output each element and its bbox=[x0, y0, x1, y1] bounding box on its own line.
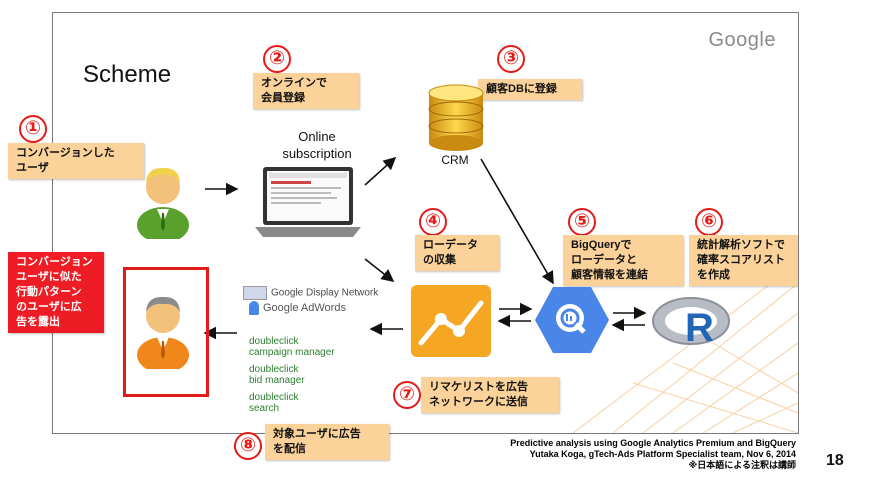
svg-text:R: R bbox=[685, 306, 714, 349]
callout-converted-user-outer: コンバージョンした ユーザ bbox=[8, 143, 144, 179]
display-network-icon bbox=[243, 286, 267, 300]
footer-line-2: Yutaka Koga, gTech-Ads Platform Speciali… bbox=[529, 449, 796, 459]
step-number-8-outer: ⑧ bbox=[234, 432, 262, 460]
step-number-7: ⑦ bbox=[393, 381, 421, 409]
callout-scoring: 統計解析ソフトで 確率スコアリスト を作成 bbox=[689, 235, 798, 286]
target-user-icon bbox=[137, 296, 189, 369]
ad-network-bid-manager-label: doubleclick bid manager bbox=[249, 364, 305, 386]
adwords-icon bbox=[249, 301, 259, 315]
analytics-icon bbox=[411, 285, 491, 357]
laptop-icon bbox=[255, 167, 361, 237]
ad-network-adwords-label: Google AdWords bbox=[263, 301, 346, 314]
slide: Scheme Google ① ② ③ ④ ⑤ ⑥ ⑦ ⑧ コンバージョンした … bbox=[52, 12, 799, 434]
callout-bigquery-join: BigQueryで ローデータと 顧客情報を連結 bbox=[563, 235, 683, 286]
ad-network-campaign-manager-label: doubleclick campaign manager bbox=[249, 336, 335, 358]
callout-deliver-ads: 対象ユーザに広告 を配信 bbox=[265, 424, 389, 460]
google-logo: Google bbox=[708, 29, 776, 51]
converted-user-icon bbox=[137, 167, 189, 239]
page-number: 18 bbox=[826, 452, 844, 469]
ad-network-search-label: doubleclick search bbox=[249, 392, 299, 414]
online-subscription-label: Online subscription bbox=[282, 129, 352, 161]
target-user-frame bbox=[123, 267, 209, 397]
ad-network-bid-manager: doubleclick bid manager bbox=[249, 353, 305, 386]
footer-line-3: ※日本語による注釈は講師 bbox=[688, 460, 796, 470]
decorative-lines bbox=[573, 263, 798, 433]
ad-network-gdn-label: Google Display Network bbox=[271, 287, 379, 299]
callout-raw-data: ローデータ の収集 bbox=[415, 235, 499, 271]
r-logo-icon: R bbox=[652, 297, 730, 349]
step-number-2: ② bbox=[263, 45, 291, 73]
callout-register-db: 顧客DBに登録 bbox=[478, 79, 582, 100]
database-icon bbox=[428, 84, 484, 151]
footer-line-1-outer: Predictive analysis using Google Analyti… bbox=[510, 438, 796, 448]
callout-similar-users: コンバージョン ユーザに似た 行動パターン のユーザに広 告を露出 bbox=[8, 252, 104, 333]
step-number-3: ③ bbox=[497, 45, 525, 73]
bigquery-icon bbox=[535, 287, 609, 353]
slide-title: Scheme bbox=[83, 61, 172, 88]
callout-send-list: リマケリストを広告 ネットワークに送信 bbox=[421, 377, 559, 413]
step-number-1-outer: ① bbox=[19, 115, 47, 143]
callout-online-signup: オンラインで 会員登録 bbox=[253, 73, 359, 109]
ad-network-search: doubleclick search bbox=[249, 381, 298, 414]
ad-network-campaign-manager: doubleclick campaign manager bbox=[249, 325, 335, 358]
ad-network-gdn: Google Display Network bbox=[243, 275, 378, 300]
flow-arrows bbox=[203, 156, 647, 340]
ad-network-adwords: Google AdWords bbox=[249, 301, 346, 315]
crm-label: CRM bbox=[441, 153, 469, 167]
footer-notes: Predictive analysis using Google Analyti… bbox=[470, 438, 796, 471]
